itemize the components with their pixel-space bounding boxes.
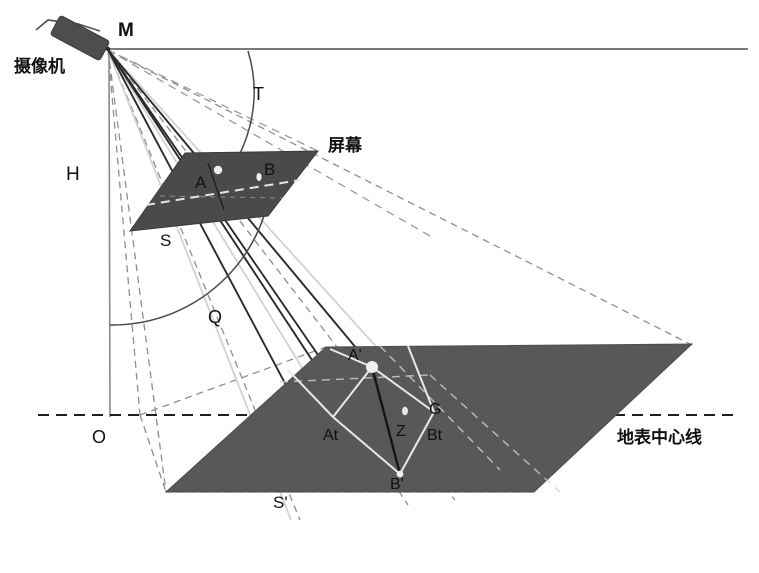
camera-group — [35, 15, 111, 61]
light-ray-2 — [107, 49, 341, 431]
angle-z-label: Z — [396, 423, 406, 440]
diagram-labels: 摄像机 M 屏幕 H O T Q Z S S' A B A' B' At Bt … — [14, 20, 702, 512]
far-cone-upper — [107, 49, 431, 237]
ground-plane — [164, 343, 694, 493]
origin-label: O — [92, 427, 106, 447]
point-bt-label: Bt — [427, 427, 443, 444]
screen-marker-line-a — [207, 162, 225, 211]
height-label: H — [66, 164, 80, 185]
edge-G-upright — [407, 345, 435, 413]
screen-label: 屏幕 — [328, 135, 363, 156]
point-g-label: G — [429, 401, 441, 418]
ground-overlay-top — [279, 374, 431, 383]
point-b-prime-label: B' — [390, 476, 404, 493]
camera-body — [50, 15, 110, 61]
frustum-edge-right — [107, 49, 693, 346]
screen-dashed-grid — [159, 195, 287, 199]
edge-Aprime-G — [371, 366, 435, 413]
camera-apex-point — [105, 46, 111, 52]
edge-At-upleft — [287, 369, 334, 418]
point-a-prime-dot — [366, 361, 378, 373]
ground-center-line-label: 地表中心线 — [617, 427, 702, 448]
ground-overlay-diag-right — [429, 374, 561, 493]
angle-q-label: Q — [208, 307, 222, 327]
ground-proj-left-edge — [139, 414, 167, 493]
edge-G-Bprime — [399, 411, 435, 475]
point-a-dot — [213, 165, 223, 175]
point-b-dot — [256, 173, 262, 181]
diagonal-Aprime-Bprime — [370, 366, 402, 475]
point-a-prime-label: A' — [348, 347, 362, 364]
point-b-prime-dot — [396, 470, 404, 478]
vertical-height-line — [108, 49, 111, 418]
apex-label: M — [118, 20, 134, 41]
screen-plane-label: S — [160, 231, 171, 250]
frustum-edge-mid-left — [107, 49, 141, 416]
point-z-dot — [402, 406, 408, 416]
ground-overlay-diag-left — [379, 345, 501, 471]
far-cone-dashed — [107, 49, 431, 237]
point-a-label: A — [195, 173, 207, 192]
frustum-edge-left — [107, 49, 167, 493]
screen-plane — [128, 150, 320, 232]
camera-label: 摄像机 — [14, 56, 65, 77]
screen-plane-group — [128, 150, 320, 232]
ground-plane-group — [164, 343, 694, 493]
angle-t-label: T — [253, 84, 264, 104]
screen-center-line — [145, 179, 301, 206]
edge-Aprime-At — [332, 366, 373, 418]
point-at-label: At — [323, 427, 339, 444]
edge-At-Bprime — [332, 416, 401, 475]
ground-plane-label: S' — [273, 493, 288, 512]
projected-quad — [287, 345, 435, 475]
ground-dashed-overlay — [279, 345, 561, 493]
far-cone-to-screen-corner — [107, 49, 319, 152]
edge-Aprime-upleft — [329, 348, 373, 368]
point-b-label: B — [264, 160, 275, 179]
ground-proj-top-edge — [139, 346, 327, 416]
